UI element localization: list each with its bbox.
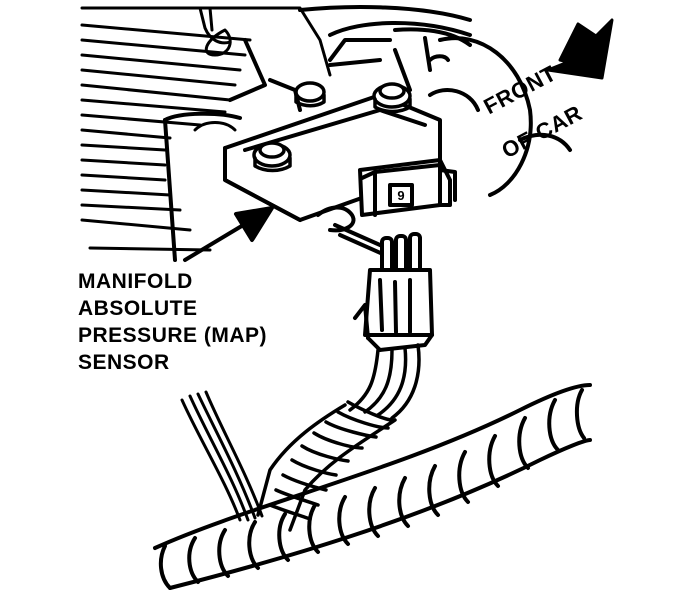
front-of-car-line-1: FRONT [479,60,561,120]
map-sensor-label-line-2: ABSOLUTE [78,297,198,320]
bolt-right [372,82,412,114]
map-sensor-label: MANIFOLD ABSOLUTE PRESSURE (MAP) SENSOR [78,268,318,376]
bolt-rear [294,81,326,108]
electrical-plug [353,232,434,352]
map-sensor-label-line-4: SENSOR [78,351,170,374]
main-harness [153,383,592,590]
sensor-pointer-arrow [183,206,274,262]
map-sensor-label-line-1: MANIFOLD [78,270,193,293]
map-sensor-label-line-3: PRESSURE (MAP) [78,324,268,347]
front-of-car-line-2: OF CAR [497,100,587,164]
sensor-connector-housing [358,158,457,217]
bolt-left [252,141,292,173]
small-conduit [256,400,397,532]
front-of-car-label: FRONT OF CAR [458,50,598,164]
intake-manifold [80,6,332,262]
front-direction-arrow-icon [546,18,614,80]
loose-wires [180,390,264,522]
manifold-housing [298,5,572,197]
connector-marking: 9 [397,188,404,203]
vacuum-hose [316,205,387,257]
